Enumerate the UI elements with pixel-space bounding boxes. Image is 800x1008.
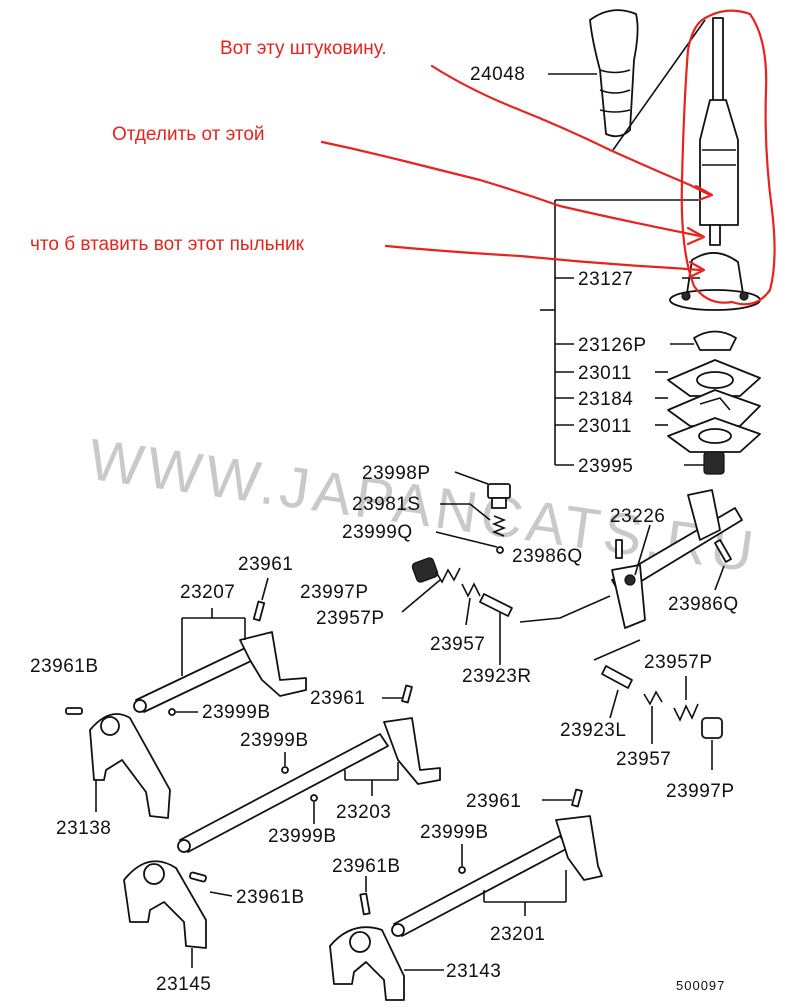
plunger-23923R xyxy=(479,593,513,617)
pin-23961B-left xyxy=(65,707,83,715)
plate-23184 xyxy=(667,389,761,427)
spring-23957P-right xyxy=(673,703,699,722)
annotation-line-2: Отделить от этой xyxy=(112,124,265,145)
part-label-23995: 23995 xyxy=(578,456,633,477)
part-label-23961B-lower: 23961B xyxy=(332,856,401,877)
pin-23961B-lower xyxy=(359,892,371,916)
part-label-23126P: 23126P xyxy=(578,335,647,356)
rail-23207 xyxy=(133,631,307,713)
plug-23997P-right xyxy=(701,717,723,739)
part-label-23957-right: 23957 xyxy=(616,749,671,770)
seat-23126P xyxy=(693,330,737,351)
pin-23961-middle xyxy=(401,684,413,704)
part-label-23143: 23143 xyxy=(446,961,501,982)
leader-23961-upper-left xyxy=(261,577,269,601)
leader-23226 xyxy=(634,524,651,576)
part-label-23999B-middle-upper: 23999B xyxy=(240,730,309,751)
center-guide-lines xyxy=(519,595,641,661)
fork-23138 xyxy=(89,713,171,819)
ball-23999Q xyxy=(496,546,504,554)
ball-23999B-middle-lower xyxy=(310,794,318,802)
part-label-23961-middle: 23961 xyxy=(310,688,365,709)
part-label-23011-upper: 23011 xyxy=(578,363,632,384)
bracket-23207 xyxy=(181,608,246,676)
spring-23957-left xyxy=(461,582,481,598)
part-label-23999B-middle-lower: 23999B xyxy=(268,826,337,847)
part-label-23986Q-right: 23986Q xyxy=(668,594,739,615)
part-label-23207: 23207 xyxy=(180,582,235,603)
part-label-24048: 24048 xyxy=(470,64,525,85)
leader-23999Q xyxy=(435,531,498,548)
part-label-23961-upper-left: 23961 xyxy=(238,554,293,575)
part-label-23226: 23226 xyxy=(610,506,665,527)
pin-23961-lower xyxy=(571,788,583,808)
part-label-23961B-left: 23961B xyxy=(30,656,99,677)
part-label-23203: 23203 xyxy=(336,802,391,823)
shift-lever xyxy=(699,17,739,246)
dust-boot-23127 xyxy=(669,252,761,311)
part-label-23957P-left: 23957P xyxy=(316,608,385,629)
part-label-23011-lower: 23011 xyxy=(578,416,632,437)
pin-23961B-middle xyxy=(189,871,207,883)
part-label-23998P: 23998P xyxy=(362,463,431,484)
part-label-23961B-middle: 23961B xyxy=(236,887,305,908)
leader-23923L xyxy=(609,689,619,719)
leader-23986Q-right xyxy=(714,565,725,591)
pin-23986Q-right xyxy=(714,539,732,563)
part-label-23981S: 23981S xyxy=(352,494,421,515)
part-label-23957-left: 23957 xyxy=(430,634,485,655)
part-label-23997P-left: 23997P xyxy=(300,582,369,603)
part-label-23145: 23145 xyxy=(156,974,211,995)
part-label-23986Q-upper: 23986Q xyxy=(512,546,583,567)
top-assembly-bracket xyxy=(540,199,704,466)
part-label-23923L: 23923L xyxy=(560,720,626,741)
part-label-23999B-left: 23999B xyxy=(202,702,271,723)
red-arrow-line3 xyxy=(384,244,702,272)
leader-23961B-middle xyxy=(209,891,233,897)
spring-23957P-left xyxy=(435,567,461,584)
pin-23961-upper-left xyxy=(252,600,266,622)
annotation-line-1: Вот эту штуковину. xyxy=(220,38,387,59)
part-label-23957P-right: 23957P xyxy=(644,652,713,673)
red-outline-loop xyxy=(680,9,776,306)
part-label-23127: 23127 xyxy=(578,269,633,290)
plug-23997P-left xyxy=(411,557,439,583)
leader-23998P xyxy=(454,471,489,485)
shift-knob-24048 xyxy=(589,9,639,138)
gasket-23011-upper xyxy=(667,359,761,397)
select-shaft-23226 xyxy=(611,489,743,629)
part-label-23999Q: 23999Q xyxy=(342,522,413,543)
part-label-23923R: 23923R xyxy=(462,666,532,687)
ball-23999B-middle-upper xyxy=(281,766,289,774)
leader-23957-left xyxy=(465,597,471,626)
part-label-23997P-right: 23997P xyxy=(666,781,735,802)
rail-23201 xyxy=(391,815,603,937)
part-label-23138: 23138 xyxy=(56,818,111,839)
ball-23999B-left xyxy=(168,708,176,716)
rail-23203 xyxy=(177,717,441,853)
red-arrow-line1 xyxy=(430,64,710,196)
bracket-23201 xyxy=(483,870,567,916)
pin-23986Q-upper xyxy=(615,539,623,559)
diagram-code: 500097 xyxy=(676,978,725,993)
red-annotation-strokes xyxy=(320,9,776,306)
spring-23957-right xyxy=(643,690,663,706)
plunger-23923L xyxy=(601,665,633,689)
bushing-23995 xyxy=(703,451,725,475)
fork-23143 xyxy=(329,926,405,1001)
leader-23957P-left xyxy=(401,579,441,613)
part-label-23184: 23184 xyxy=(578,389,633,410)
part-label-23961-lower: 23961 xyxy=(466,791,521,812)
spring-23981S xyxy=(491,515,507,537)
part-label-23999B-lower: 23999B xyxy=(420,822,489,843)
part-label-23201: 23201 xyxy=(490,924,545,945)
fork-23145 xyxy=(123,860,207,949)
annotation-line-3: что б втавить вот этот пыльник xyxy=(30,234,305,255)
ball-23999B-lower xyxy=(458,866,466,874)
bolt-23998P xyxy=(487,483,511,509)
red-arrow-line2 xyxy=(320,140,702,238)
bracket-23203 xyxy=(344,762,399,796)
gasket-23011-lower xyxy=(667,417,761,453)
